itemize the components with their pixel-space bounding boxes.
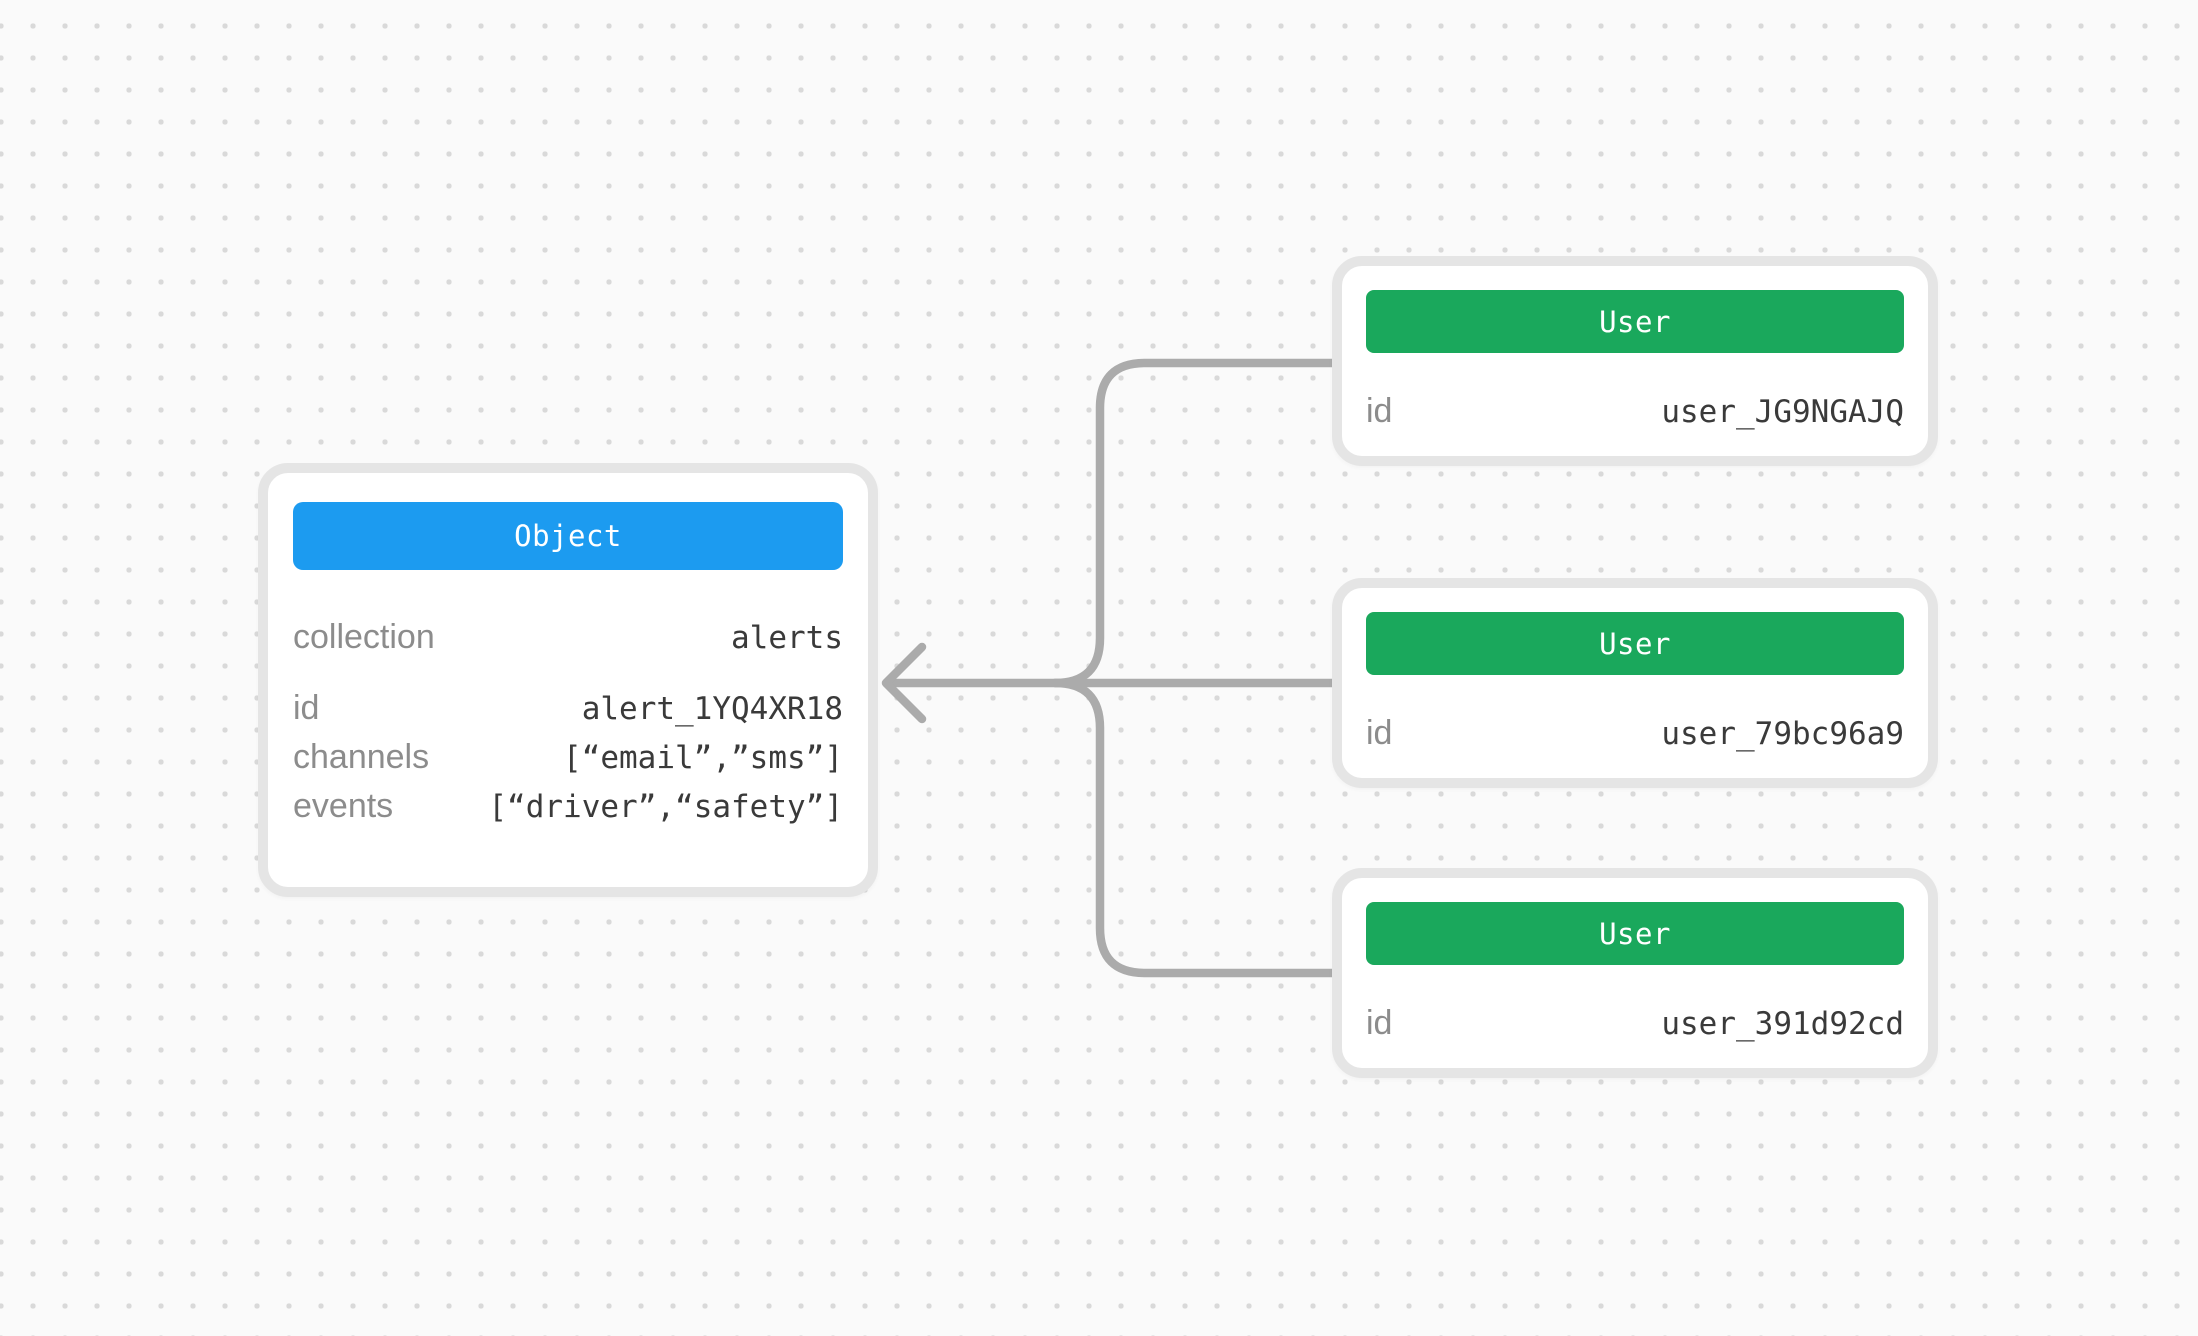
user-card-title: User <box>1599 626 1671 661</box>
field-label: id <box>293 689 320 727</box>
field-value: alerts <box>731 620 843 656</box>
field-value: [“email”,”sms”] <box>563 740 843 776</box>
field-row-id: id user_JG9NGAJQ <box>1366 387 1904 436</box>
field-value: alert_1YQ4XR18 <box>581 691 843 727</box>
arrowhead-icon <box>881 642 927 724</box>
user-card-2: User id user_79bc96a9 <box>1332 578 1938 788</box>
field-row-channels: channels [“email”,”sms”] <box>293 733 843 782</box>
field-value: user_JG9NGAJQ <box>1661 394 1904 430</box>
user-card-header: User <box>1366 612 1904 675</box>
field-value: user_391d92cd <box>1661 1006 1904 1042</box>
user-card-3: User id user_391d92cd <box>1332 868 1938 1078</box>
connector-branch-bottom <box>1050 678 1337 978</box>
user-card-1: User id user_JG9NGAJQ <box>1332 256 1938 466</box>
user-card-header: User <box>1366 902 1904 965</box>
field-label: id <box>1366 1004 1393 1042</box>
field-row-id: id user_391d92cd <box>1366 999 1904 1048</box>
object-card: Object collection alerts id alert_1YQ4XR… <box>258 463 878 897</box>
field-label: id <box>1366 714 1393 752</box>
connector-branch-top <box>1050 358 1337 688</box>
field-label: collection <box>293 618 435 656</box>
field-value: user_79bc96a9 <box>1661 716 1904 752</box>
user-card-header: User <box>1366 290 1904 353</box>
field-row-collection: collection alerts <box>293 613 843 662</box>
object-card-header: Object <box>293 502 843 570</box>
field-value: [“driver”,“safety”] <box>488 789 843 825</box>
field-label: id <box>1366 392 1393 430</box>
user-card-title: User <box>1599 304 1671 339</box>
field-row-id: id user_79bc96a9 <box>1366 709 1904 758</box>
field-row-events: events [“driver”,“safety”] <box>293 782 843 831</box>
user-card-title: User <box>1599 916 1671 951</box>
object-card-title: Object <box>514 519 622 553</box>
field-row-id: id alert_1YQ4XR18 <box>293 684 843 733</box>
field-label: channels <box>293 738 430 776</box>
field-label: events <box>293 787 394 825</box>
